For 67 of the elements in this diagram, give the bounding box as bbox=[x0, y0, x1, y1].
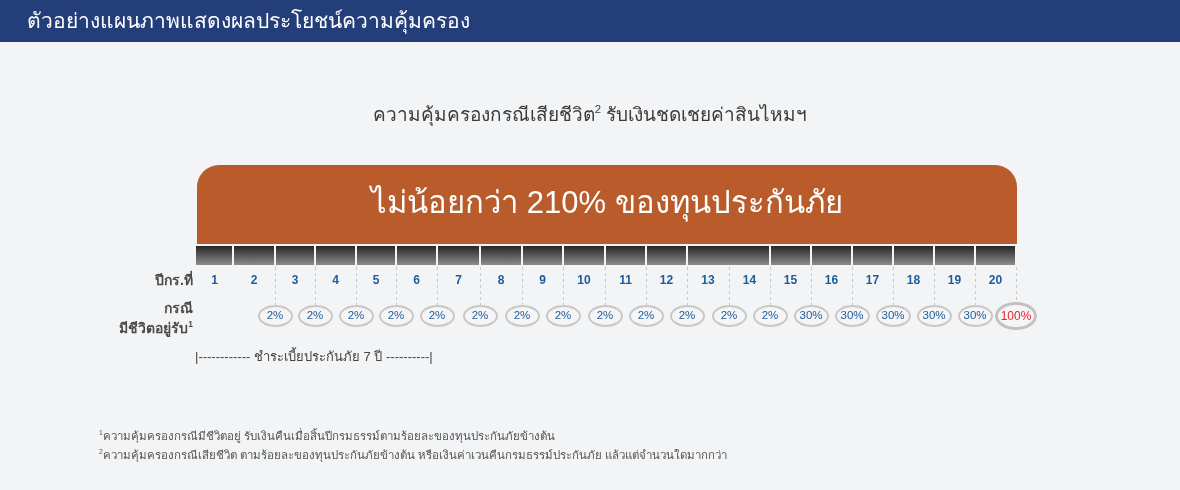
payout-ellipse bbox=[338, 305, 374, 327]
year-number: 8 bbox=[497, 272, 505, 288]
benefit-text: ไม่น้อยกว่า 210% ของทุนประกันภัย bbox=[371, 183, 843, 222]
year-number: 5 bbox=[372, 272, 380, 288]
payout-ellipse bbox=[793, 305, 829, 327]
payout-percent: 30% bbox=[963, 310, 987, 322]
payout-ellipse bbox=[957, 305, 993, 327]
payout-percent: 2% bbox=[428, 310, 446, 322]
year-number: 14 bbox=[742, 272, 757, 288]
payout-percent: 2% bbox=[720, 310, 738, 322]
year-number: 20 bbox=[988, 272, 1003, 288]
payout-percent: 2% bbox=[513, 310, 531, 322]
year-number: 17 bbox=[865, 272, 880, 288]
year-number: 13 bbox=[701, 272, 715, 288]
payout-ellipse bbox=[995, 302, 1037, 330]
payout-ellipse bbox=[419, 305, 455, 327]
payout-percent: 2% bbox=[387, 310, 405, 322]
payout-percent: 100% bbox=[1000, 310, 1032, 322]
payout-ellipse bbox=[504, 305, 540, 327]
payout-ellipse bbox=[462, 305, 498, 327]
payout-ellipse bbox=[545, 305, 581, 327]
title: ตัวอย่างแผนภาพแสดงผลประโยชน์ความคุ้มครอง bbox=[27, 8, 470, 34]
year-number: 2 bbox=[250, 272, 258, 288]
benefit-band bbox=[197, 165, 1017, 244]
year-number: 16 bbox=[824, 272, 839, 288]
year-number: 15 bbox=[783, 272, 798, 288]
year-number: 10 bbox=[577, 272, 591, 288]
payment-period-note: |------------ ชำระเบี้ยประกันภัย 7 ปี ----------| bbox=[195, 349, 433, 365]
row-header: ปีกร.ที่ bbox=[155, 271, 193, 289]
payout-percent: 30% bbox=[799, 310, 823, 322]
row-header: กรณี มีชีวิตอยู่รับ$^{1}$ bbox=[118, 299, 193, 338]
payout-ellipse bbox=[628, 305, 664, 327]
payout-ellipse bbox=[669, 305, 705, 327]
payout-ellipse bbox=[834, 305, 870, 327]
payout-percent: 30% bbox=[881, 310, 905, 322]
payout-percent: 2% bbox=[306, 310, 324, 322]
payout-percent: 2% bbox=[761, 310, 779, 322]
year-number: 4 bbox=[332, 272, 339, 288]
year-number: 19 bbox=[947, 272, 962, 288]
payout-ellipse bbox=[752, 305, 788, 327]
payout-percent: 2% bbox=[266, 310, 284, 322]
payout-ellipse bbox=[378, 305, 414, 327]
year-number: 3 bbox=[291, 272, 299, 288]
payout-ellipse bbox=[297, 305, 333, 327]
payout-percent: 2% bbox=[596, 310, 614, 322]
year-number: 18 bbox=[906, 272, 921, 288]
payout-ellipse bbox=[257, 305, 293, 327]
year-number: 6 bbox=[413, 272, 420, 288]
payout-percent: 2% bbox=[471, 310, 489, 322]
year-number: 9 bbox=[539, 272, 546, 288]
payout-ellipse bbox=[711, 305, 747, 327]
chart-subtitle: ความคุ้มครองกรณีเสียชีวิต$^{2}$ รับเงินชดเชยค่าสินไหมฯ bbox=[372, 103, 808, 127]
year-number: 12 bbox=[659, 272, 674, 288]
year-number: 7 bbox=[455, 272, 462, 288]
payout-percent: 2% bbox=[347, 310, 365, 322]
payout-percent: 30% bbox=[922, 310, 946, 322]
year-number: 11 bbox=[619, 272, 632, 288]
payout-percent: 2% bbox=[637, 310, 655, 322]
payout-ellipse bbox=[875, 305, 911, 327]
payout-ellipse bbox=[916, 305, 952, 327]
payout-ellipse bbox=[587, 305, 623, 327]
footnote: $^{1}$ความคุ้มครองกรณีมีชีวิตอยู่ รับเงินคืนเมื่อสิ้นปีกรมธรรม์ตามร้อยละของทุนประกันภัยข้างต้น bbox=[99, 430, 556, 444]
year-number: 1 bbox=[211, 272, 218, 288]
footnote: $^{2}$ความคุ้มครองกรณีเสียชีวิต ตามร้อยละของทุนประกันภัยข้างต้น หรือเงินค่าเวนคืนกรมธรรม์ประกันภัย แล้วแต่จำนวนใดมากกว่า bbox=[99, 449, 728, 463]
payout-percent: 30% bbox=[840, 310, 864, 322]
payout-percent: 2% bbox=[678, 310, 696, 322]
payout-percent: 2% bbox=[554, 310, 572, 322]
